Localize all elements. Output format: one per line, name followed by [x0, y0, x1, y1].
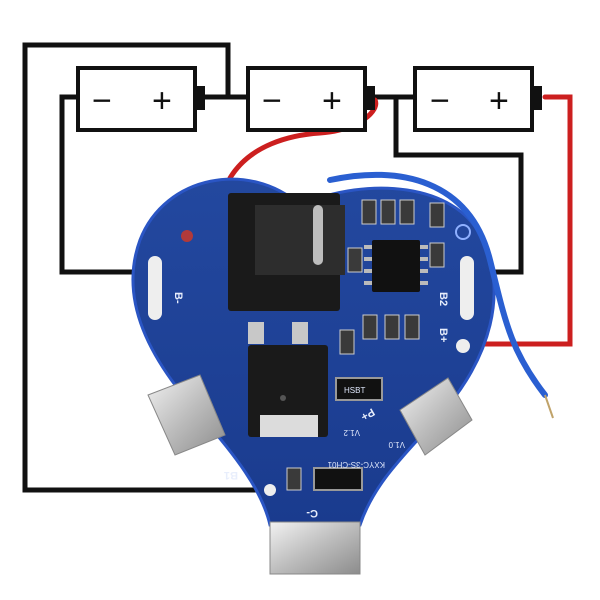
cell-3: − + — [413, 66, 542, 132]
solder-pads — [148, 256, 474, 496]
mount-hole — [455, 224, 471, 240]
tab-right — [399, 377, 473, 456]
cell-2-minus: − — [262, 82, 282, 120]
chip-mark: HSBT — [344, 386, 365, 395]
usb-connector — [228, 193, 345, 311]
smd-components — [286, 199, 445, 491]
cell-2: − + — [246, 66, 375, 132]
cell-1-plus: + — [152, 82, 172, 120]
mosfets — [248, 322, 383, 491]
black-wires — [22, 42, 524, 493]
cell-1-minus: − — [92, 82, 112, 120]
cell-1: − + — [76, 66, 205, 132]
pad-label-b1: B1 — [224, 469, 238, 481]
cell-3-minus: − — [430, 82, 450, 120]
cell-2-plus: + — [322, 82, 342, 120]
cell-3-plus: + — [489, 82, 509, 120]
wire-blue — [327, 171, 548, 398]
wire-red-bplus — [465, 94, 573, 347]
pad-label-p-plus: P+ — [359, 405, 377, 422]
pad-label-b-plus: B+ — [437, 328, 449, 342]
test-point-red — [181, 230, 193, 242]
silkscreen: B- B2 B+ B1 P+ C- KXYC-3S-CH01 V1.0 V1.2… — [172, 292, 449, 519]
pad-label-c-minus: C- — [306, 507, 318, 519]
battery-pack: − + − + − + — [76, 66, 542, 132]
wire-blue-tip — [544, 394, 554, 419]
board-version2: V1.2 — [343, 428, 360, 437]
wire-red-mid — [227, 97, 379, 181]
pad-label-b-minus: B- — [172, 292, 184, 304]
chip-u1 — [364, 240, 428, 292]
board-version: V1.0 — [388, 440, 405, 449]
pad-label-b2: B2 — [437, 292, 449, 306]
wire-b-minus — [59, 94, 148, 275]
board-model: KXYC-3S-CH01 — [327, 460, 385, 469]
metal-tabs — [147, 374, 473, 575]
red-wires — [227, 94, 573, 347]
tab-bottom — [269, 521, 361, 575]
tab-left — [147, 374, 226, 456]
